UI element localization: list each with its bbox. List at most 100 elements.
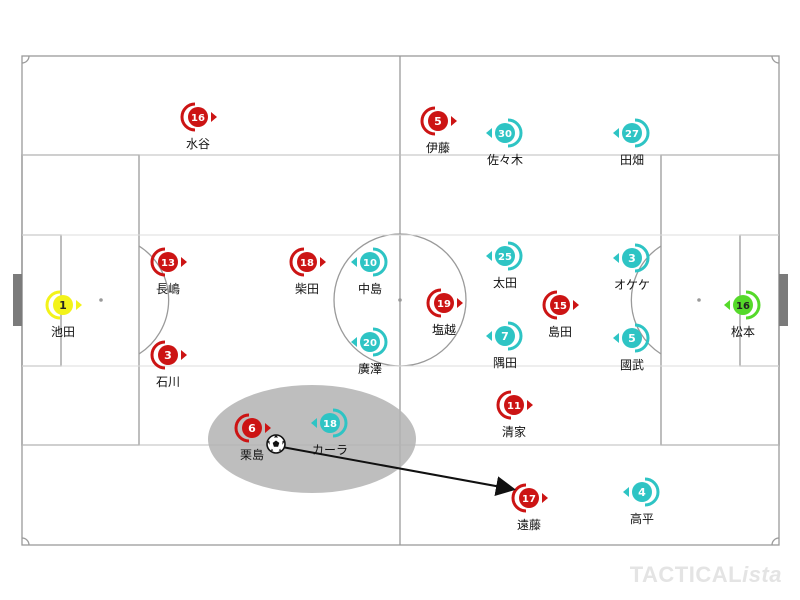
- player-token: [622, 123, 642, 143]
- player-marker: 18 柴田: [289, 247, 326, 296]
- player-number: 11: [507, 401, 521, 412]
- player-token: [622, 328, 642, 348]
- player-token: [495, 246, 515, 266]
- player-token: [495, 326, 515, 346]
- player-marker: 5伊藤: [420, 106, 457, 155]
- player-marker: 6 栗島: [234, 413, 271, 462]
- player-number: 20: [363, 338, 377, 349]
- player-direction-pointer: [451, 116, 457, 126]
- right-penalty-area: [660, 154, 780, 446]
- player-name: 高平: [630, 511, 654, 526]
- left-goal: [13, 274, 22, 326]
- player-name: 國武: [620, 358, 644, 372]
- player-number: 17: [522, 494, 536, 505]
- player-facing-arc: [420, 106, 436, 136]
- player-number: 27: [625, 129, 639, 140]
- tacticalista-watermark: TACTICALista: [629, 562, 782, 587]
- player-facing-arc: [507, 118, 523, 148]
- corner-arc-bottom-right: [771, 537, 780, 546]
- player-token: [428, 111, 448, 131]
- center-spot: [398, 298, 402, 302]
- player-marker: 3 石川: [150, 340, 187, 389]
- player-marker: 25 太田: [486, 241, 523, 290]
- player-facing-arc: [496, 390, 512, 420]
- player-number: 3: [628, 252, 636, 265]
- player-direction-pointer: [573, 300, 579, 310]
- player-facing-arc: [644, 477, 660, 507]
- player-direction-pointer: [265, 423, 271, 433]
- player-facing-arc: [332, 408, 348, 438]
- player-name: 清家: [502, 424, 526, 439]
- player-facing-arc: [634, 323, 650, 353]
- player-marker: 11 清家: [496, 390, 533, 439]
- corner-arc-bottom-left: [21, 537, 30, 546]
- player-direction-pointer: [542, 493, 548, 503]
- player-facing-arc: [234, 413, 250, 443]
- player-marker: 17 遠藤: [511, 483, 548, 532]
- player-name: 太田: [493, 275, 517, 290]
- player-marker: 7隅田: [486, 321, 523, 370]
- player-number: 5: [628, 332, 636, 345]
- player-direction-pointer: [486, 251, 492, 261]
- player-number: 16: [736, 301, 750, 312]
- player-number: 25: [498, 252, 512, 263]
- player-direction-pointer: [527, 400, 533, 410]
- player-direction-pointer: [623, 487, 629, 497]
- player-direction-pointer: [613, 253, 619, 263]
- player-token: [320, 413, 340, 433]
- left-penalty-area: [21, 154, 140, 446]
- player-direction-pointer: [486, 128, 492, 138]
- ball-icon: [266, 434, 286, 454]
- player-marker: 20 廣澤: [351, 327, 388, 376]
- player-name: 石川: [156, 375, 180, 389]
- player-name: オケケ: [614, 278, 650, 292]
- player-name: 島田: [548, 324, 572, 339]
- player-facing-arc: [507, 241, 523, 271]
- player-number: 13: [161, 258, 175, 269]
- player-token: [434, 293, 454, 313]
- player-name: 栗島: [240, 447, 264, 462]
- player-token: [158, 252, 178, 272]
- player-number: 6: [248, 422, 256, 435]
- player-name: 隅田: [493, 356, 517, 370]
- player-token: [622, 248, 642, 268]
- right-goal: [779, 274, 788, 326]
- player-direction-pointer: [351, 257, 357, 267]
- player-token: [242, 418, 262, 438]
- player-facing-arc: [511, 483, 527, 513]
- player-token: [360, 252, 380, 272]
- player-direction-pointer: [486, 331, 492, 341]
- player-token: [188, 107, 208, 127]
- right-penalty-spot: [697, 298, 701, 302]
- corner-arc-top-left: [21, 55, 30, 64]
- player-number: 16: [191, 113, 205, 124]
- player-number: 18: [323, 419, 337, 430]
- player-facing-arc: [426, 288, 442, 318]
- player-name: 廣澤: [358, 362, 382, 376]
- player-number: 18: [300, 258, 314, 269]
- player-marker: 27 田畑: [613, 118, 650, 167]
- player-token: [53, 295, 73, 315]
- player-direction-pointer: [211, 112, 217, 122]
- player-name: 田畑: [620, 153, 644, 167]
- player-name: 遠藤: [517, 518, 541, 532]
- player-name: 伊藤: [426, 141, 450, 155]
- player-direction-pointer: [351, 337, 357, 347]
- player-number: 3: [164, 349, 172, 362]
- player-token: [550, 295, 570, 315]
- player-direction-pointer: [181, 350, 187, 360]
- player-number: 19: [437, 299, 451, 310]
- player-facing-arc: [150, 247, 166, 277]
- player-direction-pointer: [613, 333, 619, 343]
- player-marker: 4高平: [623, 477, 660, 526]
- player-name: 柴田: [295, 282, 319, 296]
- player-name: 中島: [358, 281, 382, 296]
- player-facing-arc: [542, 290, 558, 320]
- player-token: [504, 395, 524, 415]
- player-facing-arc: [745, 290, 761, 320]
